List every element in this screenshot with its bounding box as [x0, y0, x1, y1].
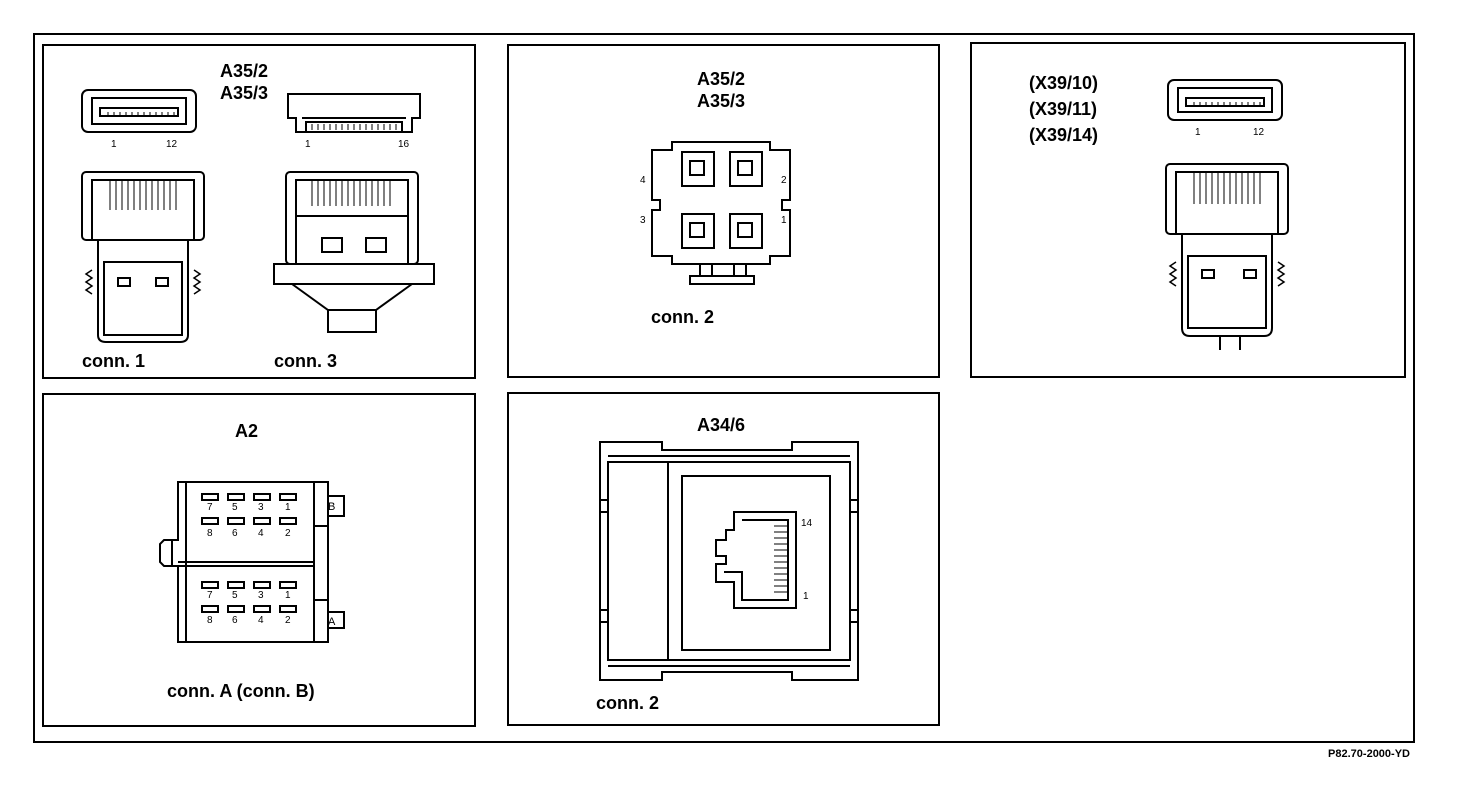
- panel3-title-line1: (X39/10): [1029, 73, 1099, 93]
- x39-pin-left: 1: [1195, 127, 1201, 138]
- a2-b-pin-3: 3: [258, 502, 264, 513]
- conn2-pin-1: 1: [781, 215, 787, 226]
- panel5-title: A34/6: [697, 415, 746, 435]
- a2-b-pin-7: 7: [207, 502, 213, 513]
- a34-connector-drawing: [598, 440, 862, 684]
- panel-a2: [42, 393, 476, 727]
- conn3-label: conn. 3: [274, 351, 338, 371]
- figure-reference-code: P82.70-2000-YD: [1328, 748, 1410, 760]
- conn3-body-drawing: [272, 170, 438, 335]
- a2-b-pin-2: 2: [285, 528, 291, 539]
- panel2-conn-label: conn. 2: [651, 307, 715, 327]
- conn1-pin-left: 1: [111, 139, 117, 150]
- conn3-pin-right: 16: [398, 139, 410, 150]
- x39-face-drawing: [1166, 78, 1286, 126]
- panel-a35-conn1-conn3: [42, 44, 476, 379]
- panel-a34-6: [507, 392, 940, 726]
- panel-x39: [970, 42, 1406, 378]
- conn2-pin-4: 4: [640, 175, 646, 186]
- a2-a-pin-4: 4: [258, 615, 264, 626]
- conn1-pin-right: 12: [166, 139, 178, 150]
- panel4-conn-label: conn. A (conn. B): [167, 681, 315, 701]
- conn3-pin-left: 1: [305, 139, 311, 150]
- a34-pin-1: 1: [803, 591, 809, 602]
- conn2-square-drawing: [650, 140, 795, 290]
- conn2-pin-2: 2: [781, 175, 787, 186]
- panel1-title-line1: A35/2: [220, 61, 269, 81]
- a2-a-pin-7: 7: [207, 590, 213, 601]
- a2-a-pin-3: 3: [258, 590, 264, 601]
- a2-a-pin-1: 1: [285, 590, 291, 601]
- a2-tab-a-label: A: [328, 616, 336, 628]
- a2-a-pin-5: 5: [232, 590, 238, 601]
- a2-b-pin-1: 1: [285, 502, 291, 513]
- panel5-conn-label: conn. 2: [596, 693, 660, 713]
- panel3-title-line3: (X39/14): [1029, 125, 1099, 145]
- a2-connector-drawing: [158, 480, 348, 645]
- x39-body-drawing: [1164, 162, 1294, 352]
- conn1-body-drawing: [80, 170, 210, 345]
- panel3-title-line2: (X39/11): [1029, 99, 1098, 119]
- panel2-title-line2: A35/3: [697, 91, 746, 111]
- a2-a-pin-8: 8: [207, 615, 213, 626]
- a2-b-pin-6: 6: [232, 528, 238, 539]
- panel-a35-conn2: [507, 44, 940, 378]
- x39-pin-right: 12: [1253, 127, 1265, 138]
- a2-b-pin-4: 4: [258, 528, 264, 539]
- panel1-title-line2: A35/3: [220, 83, 269, 103]
- a34-pin-14: 14: [801, 518, 813, 529]
- a2-a-pin-2: 2: [285, 615, 291, 626]
- conn2-pin-3: 3: [640, 215, 646, 226]
- a2-a-pin-6: 6: [232, 615, 238, 626]
- panel4-title: A2: [235, 421, 259, 441]
- conn1-label: conn. 1: [82, 351, 146, 371]
- conn3-face-drawing: [286, 92, 422, 136]
- a2-b-pin-5: 5: [232, 502, 238, 513]
- panel2-title-line1: A35/2: [697, 69, 746, 89]
- a2-tab-b-label: B: [328, 501, 336, 513]
- diagram-frame: [33, 33, 1415, 743]
- a2-b-pin-8: 8: [207, 528, 213, 539]
- conn1-face-drawing: [80, 88, 200, 138]
